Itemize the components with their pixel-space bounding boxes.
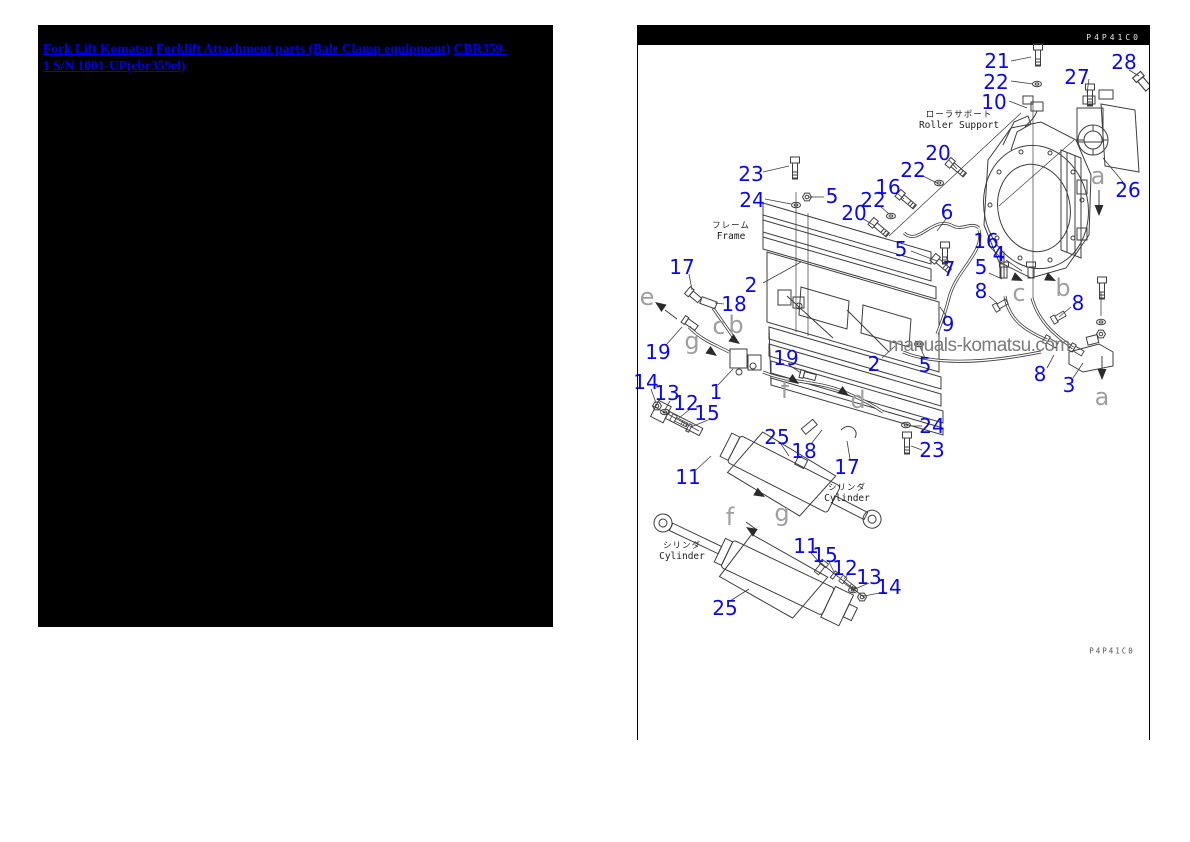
left-black-panel: Fork Lift Komatsu Forklift Attachment pa…	[38, 25, 553, 627]
figure-code-top: P4P41C0	[1086, 33, 1141, 42]
breadcrumb: Fork Lift Komatsu Forklift Attachment pa…	[38, 25, 553, 75]
diagram-top-bar: P4P41C0	[638, 25, 1149, 45]
breadcrumb-link-forklift[interactable]: Fork Lift Komatsu	[43, 41, 153, 56]
diagram-line-art	[649, 43, 1149, 627]
breadcrumb-link-attachment-parts[interactable]: Forklift Attachment parts (Bale Clamp eq…	[155, 41, 451, 56]
breadcrumb-link-model[interactable]: CBR359-1 S/N 1001-UP(cbr359el)	[43, 41, 507, 73]
diagram-panel: P4P41C0	[637, 25, 1150, 740]
